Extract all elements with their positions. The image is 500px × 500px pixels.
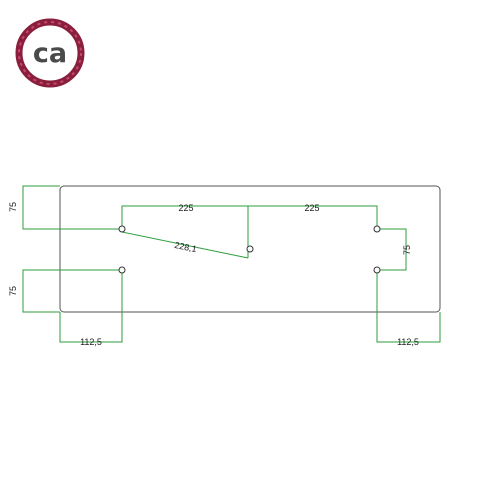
dim-label-left-top-vertical: 75 bbox=[8, 202, 18, 212]
dim-label-bottom-right: 112,5 bbox=[397, 337, 419, 347]
logo-text: ca bbox=[33, 38, 67, 69]
logo-inner bbox=[23, 26, 77, 80]
rope-ring-icon: ca bbox=[15, 18, 85, 88]
dim-line-diagonal bbox=[121, 231, 249, 259]
dim-line-bottom-left bbox=[59, 270, 123, 343]
hole-top-left bbox=[118, 225, 126, 233]
brand-logo: ca bbox=[14, 17, 86, 89]
dim-label-right-vertical: 75 bbox=[402, 245, 412, 255]
logo-ring-twist bbox=[18, 21, 82, 85]
hole-bottom-left bbox=[118, 266, 126, 274]
dim-line-left-bottom-vertical bbox=[22, 269, 120, 313]
dim-line-bottom-right bbox=[376, 270, 441, 343]
hole-top-right bbox=[373, 225, 381, 233]
dim-label-diagonal: 228,1 bbox=[174, 240, 198, 254]
hole-center bbox=[246, 245, 254, 253]
dim-line-left-top-vertical bbox=[22, 185, 120, 230]
dim-label-top-span-right: 225 bbox=[304, 203, 319, 213]
hole-bottom-right bbox=[373, 266, 381, 274]
dim-line-top-span bbox=[121, 205, 378, 229]
dim-label-left-bottom-vertical: 75 bbox=[8, 286, 18, 296]
dim-line-right-vertical bbox=[377, 228, 407, 271]
dim-label-top-span-left: 225 bbox=[178, 203, 193, 213]
dim-label-bottom-left: 112,5 bbox=[80, 337, 102, 347]
plate-outline bbox=[59, 185, 441, 313]
